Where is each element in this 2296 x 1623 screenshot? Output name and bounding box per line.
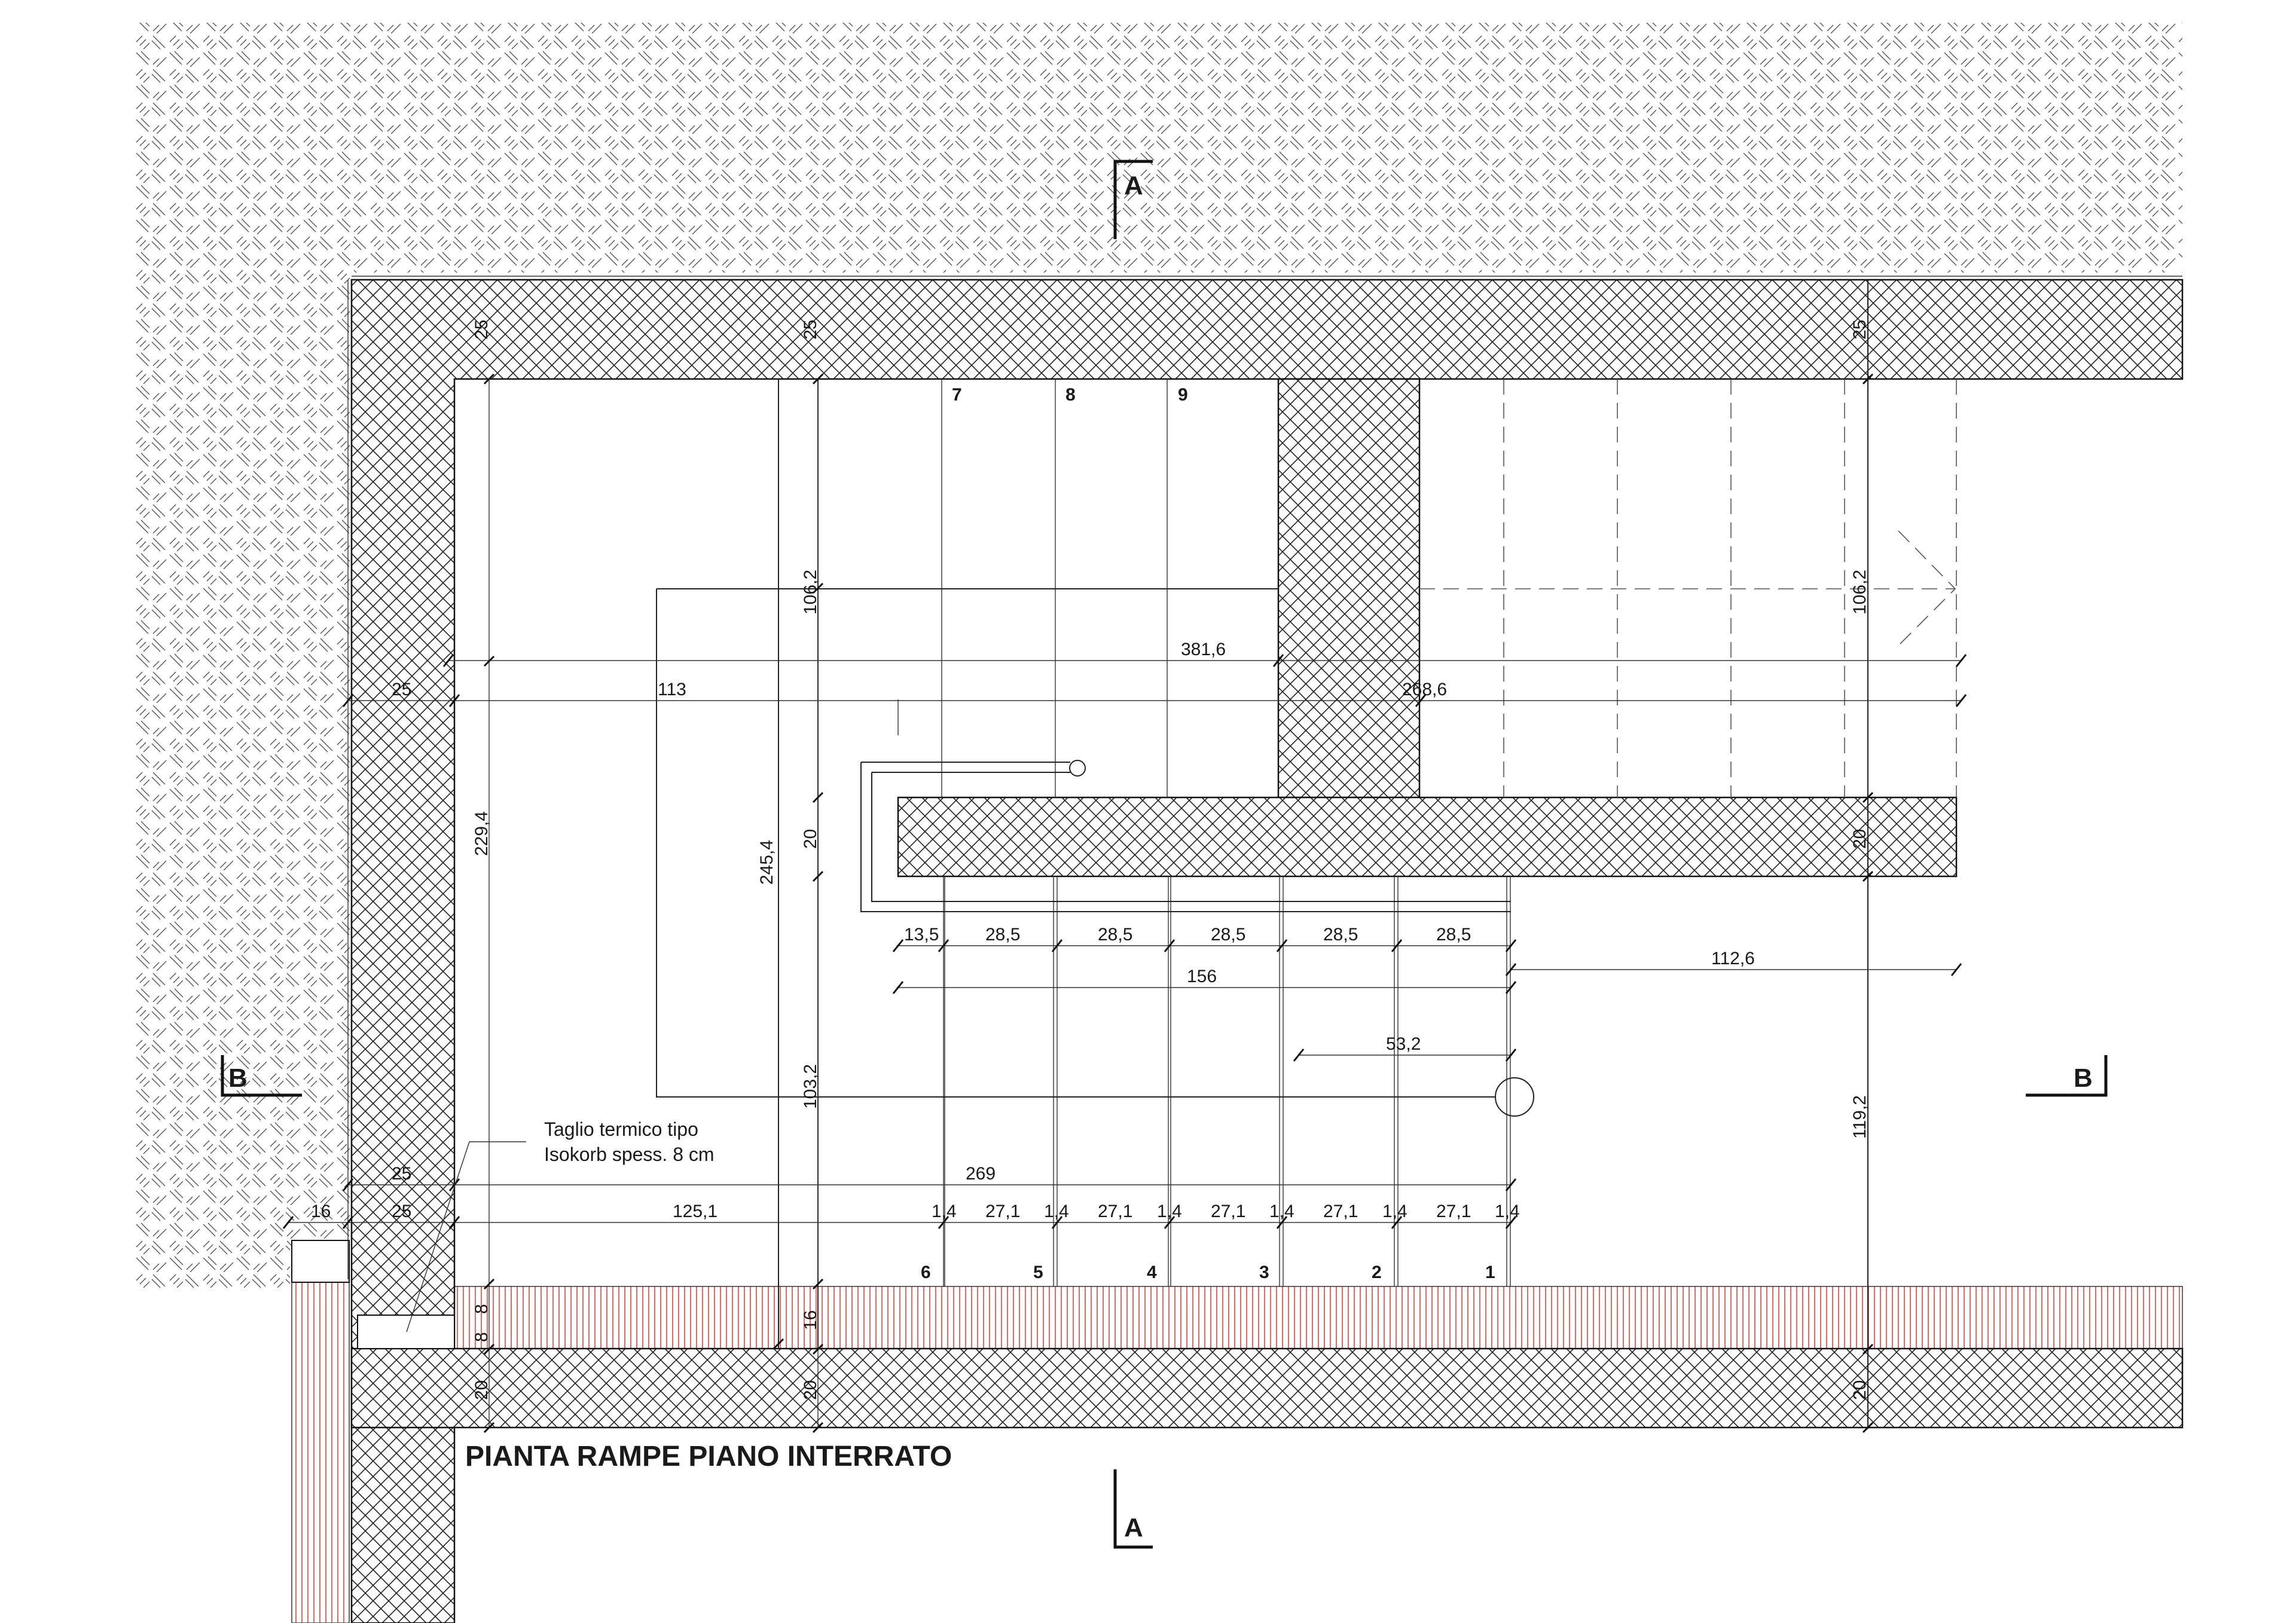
dim-v-245: 245,4: [757, 840, 777, 885]
dim-wall-25-a: 25: [472, 320, 491, 340]
stair-start-circle: [1495, 1077, 1534, 1117]
section-mark-b-right: B: [2074, 1063, 2093, 1093]
dim-run-156: 156: [1187, 967, 1217, 986]
dim-gap-5: 1,4: [1382, 1202, 1407, 1221]
step-number-5: 5: [1033, 1263, 1043, 1282]
dim-floor-16: 16: [801, 1310, 820, 1330]
concrete-walls: [291, 279, 2184, 1623]
dim-tread-3: 28,5: [1211, 925, 1245, 945]
note-line-1: Taglio termico tipo: [544, 1118, 698, 1140]
insulation-layers: [291, 1280, 2183, 1623]
dim-tread-1: 28,5: [985, 925, 1020, 945]
section-marks: [221, 160, 2108, 1549]
waterproof-line: [347, 276, 2182, 1279]
step-number-7: 7: [952, 385, 962, 405]
dim-v-229: 229,4: [472, 811, 491, 856]
bottom-slab: [350, 1347, 2184, 1429]
dim-gap-3: 1,4: [1157, 1202, 1182, 1221]
dim-v-103: 103,2: [801, 1064, 820, 1109]
dim-floor-20-a: 20: [472, 1380, 491, 1400]
dim-v-106-left: 106,2: [801, 570, 820, 615]
dim-run-53: 53,2: [1386, 1034, 1421, 1054]
dim-floor-8-b: 8: [472, 1332, 491, 1342]
step-number-3: 3: [1259, 1263, 1269, 1282]
dim-tread-first: 13,5: [904, 925, 939, 945]
central-pier: [1277, 378, 1421, 799]
section-mark-b-left: B: [228, 1063, 248, 1093]
dimension-ticks: [282, 373, 1967, 1434]
dim-run-269: 269: [966, 1164, 996, 1184]
dim-tread-4: 28,5: [1323, 925, 1358, 945]
drawing-title: PIANTA RAMPE PIANO INTERRATO: [465, 1441, 952, 1472]
dim-tread271-3: 27,1: [1211, 1202, 1245, 1221]
dim-wall-25-c: 25: [1850, 320, 1870, 340]
dim-tread-2: 28,5: [1098, 925, 1132, 945]
dim-gap-4: 1,4: [1269, 1202, 1294, 1221]
dim-run-112: 112,6: [1711, 949, 1755, 968]
dimension-lines: [288, 379, 1961, 1428]
dim-gap-1: 1,4: [932, 1202, 957, 1221]
note-line-2: Isokorb spess. 8 cm: [544, 1144, 715, 1165]
soil-hatch: [135, 23, 2182, 1290]
dim-run-125: 125,1: [673, 1202, 718, 1221]
dim-v-119: 119,2: [1850, 1095, 1870, 1139]
dim-v-106-right: 106,2: [1850, 570, 1870, 615]
dim-floor-20-c: 20: [1850, 1380, 1870, 1400]
dim-gap-2: 1,4: [1044, 1202, 1069, 1221]
step-number-2: 2: [1372, 1263, 1382, 1282]
dim-v-20-b: 20: [1850, 829, 1870, 849]
dim-wall-25-b: 25: [801, 320, 820, 340]
dim-tread271-4: 27,1: [1323, 1202, 1358, 1221]
dim-floor-8-a: 8: [472, 1304, 491, 1314]
dim-b-16: 16: [311, 1202, 331, 1221]
dim-tread-5: 28,5: [1436, 925, 1471, 945]
dim-left-25: 25: [392, 680, 411, 699]
step-number-8: 8: [1065, 385, 1076, 405]
step-number-6: 6: [921, 1263, 931, 1282]
dim-gap-6: 1,4: [1495, 1202, 1520, 1221]
dim-right-268: 268,6: [1402, 680, 1447, 699]
dim-tread271-1: 27,1: [985, 1202, 1020, 1221]
section-mark-a-top: A: [1124, 171, 1143, 200]
note-leader: [406, 1141, 526, 1332]
step-number-4: 4: [1147, 1263, 1157, 1282]
dim-tread271-5: 27,1: [1436, 1202, 1471, 1221]
dim-floor-20-b: 20: [801, 1380, 820, 1400]
stair-path: [656, 588, 1496, 1098]
dim-v-20-a: 20: [801, 829, 820, 849]
landing-slab: [897, 796, 1958, 878]
dim-total-381: 381,6: [1181, 640, 1226, 659]
dim-b-25-b: 25: [392, 1202, 411, 1221]
section-mark-a-bottom: A: [1124, 1513, 1143, 1542]
step-number-9: 9: [1178, 385, 1188, 405]
dim-tread271-2: 27,1: [1098, 1202, 1132, 1221]
dim-b-25-a: 25: [392, 1164, 411, 1184]
step-number-1: 1: [1485, 1263, 1495, 1282]
handrail: [860, 760, 1511, 912]
dim-mid-113: 113: [658, 680, 686, 699]
